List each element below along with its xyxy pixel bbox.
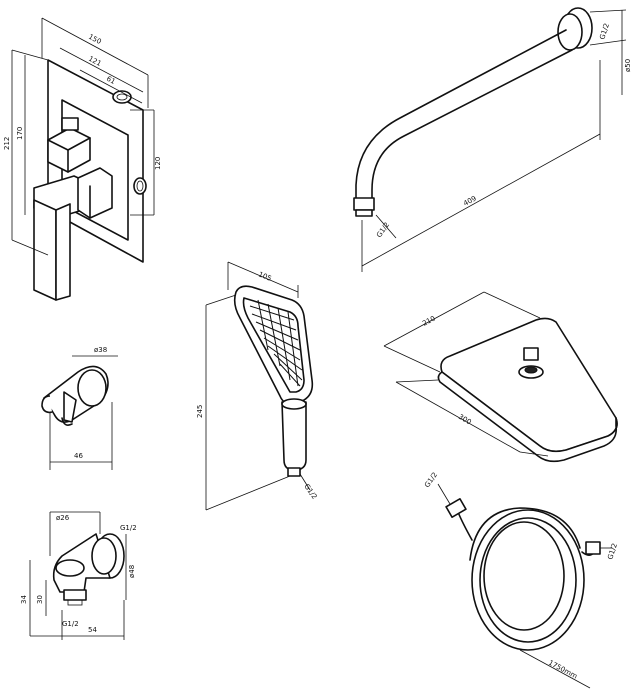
overhead-shower: 210 300 xyxy=(383,291,618,463)
elbow-dim-30: 30 xyxy=(36,595,44,604)
hand-dim-105: 105 xyxy=(257,270,272,282)
hand-shower: 105 245 G1/2 xyxy=(196,261,318,511)
dim-150: 150 xyxy=(87,33,103,46)
arm-g12-top: G1/2 xyxy=(598,22,611,40)
hand-g12: G1/2 xyxy=(302,483,318,501)
dim-61: 61 xyxy=(105,75,117,86)
hose-length: 1750mm xyxy=(547,659,579,681)
holder-dim-38: ø38 xyxy=(94,346,107,354)
overhead-dim-300: 300 xyxy=(457,413,473,427)
holder-dim-46: 46 xyxy=(74,452,83,460)
elbow-dim-26: ø26 xyxy=(56,514,70,522)
elbow-dim-48: ø48 xyxy=(128,565,136,578)
hand-dim-245: 245 xyxy=(196,405,204,418)
elbow-dim-34: 34 xyxy=(20,595,28,604)
elbow-dim-54: 54 xyxy=(88,626,97,634)
hose-g12-left: G1/2 xyxy=(423,471,439,489)
hose-g12-right: G1/2 xyxy=(606,542,619,560)
elbow-g12: G1/2 xyxy=(120,524,137,532)
arm-dim-50: ø50 xyxy=(624,59,632,72)
dim-212: 212 xyxy=(3,137,11,150)
shower-hose: G1/2 G1/2 1750mm xyxy=(423,471,619,689)
dim-120: 120 xyxy=(154,157,162,170)
overhead-dim-210: 210 xyxy=(421,314,437,327)
spray-grid-icon xyxy=(249,299,303,387)
wall-elbow: ø26 G1/2 ø48 34 30 54 G1/2 xyxy=(20,511,137,640)
dim-170: 170 xyxy=(16,127,24,140)
concealed-mixer: 150 121 61 212 170 120 xyxy=(3,17,162,301)
wall-holder: ø38 46 xyxy=(41,346,118,470)
shower-arm: G1/2 ø50 409 G1/2 xyxy=(353,7,632,272)
elbow-g12-bottom: G1/2 xyxy=(62,620,79,628)
